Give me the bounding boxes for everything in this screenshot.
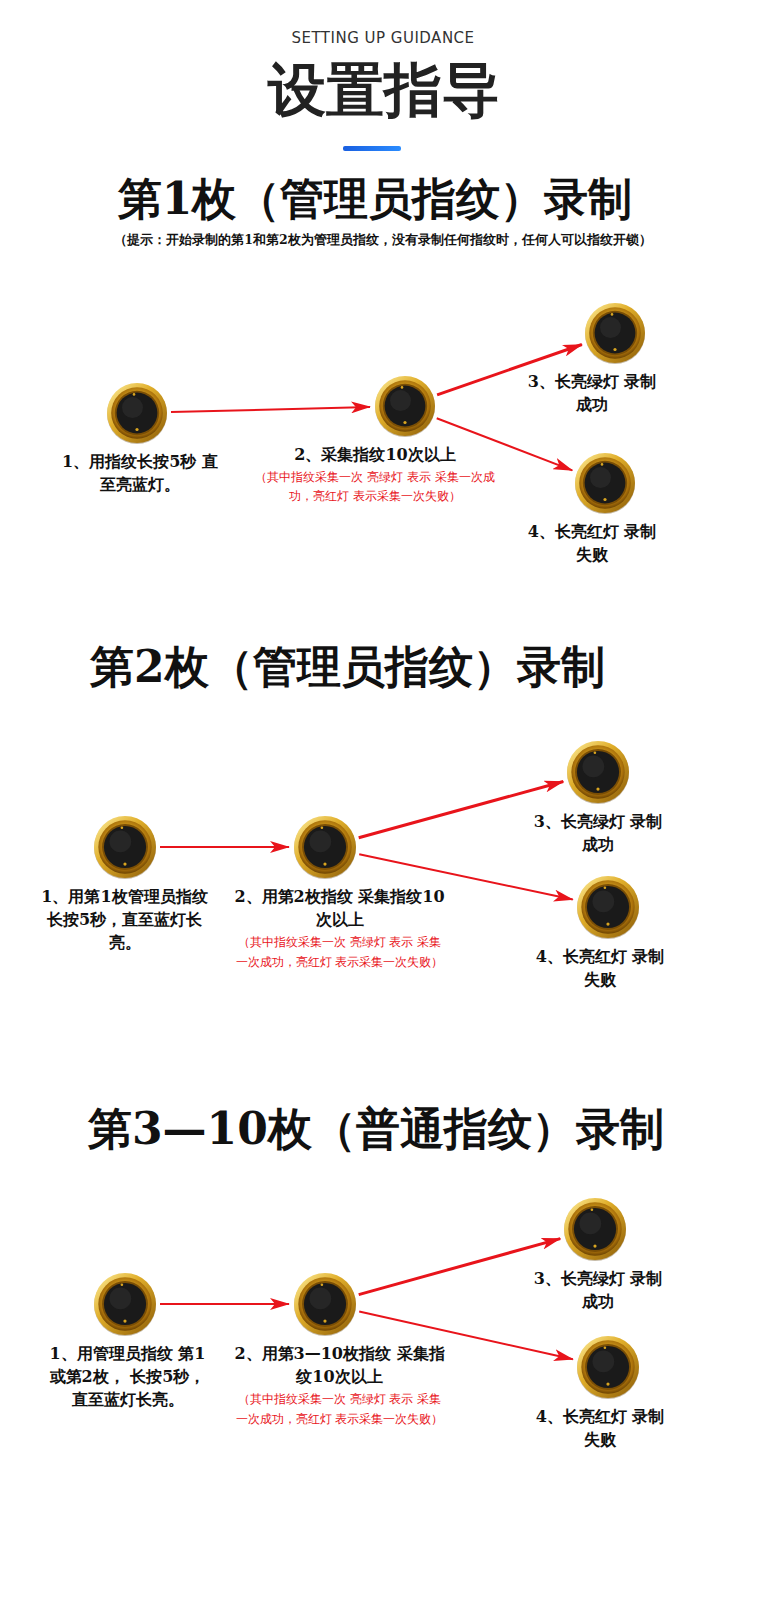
step-text: 3、长亮绿灯 录制成功	[522, 370, 662, 416]
step-text: 4、长亮红灯 录制失败	[530, 945, 670, 991]
hint-note: （提示：开始录制的第1和第2枚为管理员指纹，没有录制任何指纹时，任何人可以指纹开…	[114, 232, 651, 249]
step-node: 1、用管理员指纹 第1或第2枚， 长按5秒，直至蓝灯长亮。	[45, 1272, 210, 1412]
step-note: （其中指纹采集一次 亮绿灯 表示 采集一次成功，亮红灯 表示采集一次失败）	[232, 933, 447, 971]
step-text: 2、用第3—10枚指纹 采集指纹10次以上	[232, 1342, 447, 1388]
step-note: （其中指纹采集一次 亮绿灯 表示 采集一次成功，亮红灯 表示采集一次失败）	[232, 1390, 447, 1428]
fingerprint-sensor	[574, 452, 636, 514]
step-text: 2、用第2枚指纹 采集指纹10次以上	[232, 885, 447, 931]
fingerprint-sensor	[566, 740, 630, 804]
section-heading: 第2枚（管理员指纹）录制	[90, 638, 605, 697]
subtitle: SETTING UP GUIDANCE	[291, 29, 474, 47]
fingerprint-sensor	[576, 875, 640, 939]
step-node: 2、采集指纹10次以上（其中指纹采集一次 亮绿灯 表示 采集一次成功，亮红灯 表…	[245, 375, 505, 507]
step-text: 1、用指纹长按5秒 直至亮蓝灯。	[60, 450, 220, 496]
flow-arrow	[359, 782, 564, 838]
flow-arrow	[171, 407, 370, 412]
fingerprint-sensor	[584, 302, 646, 364]
step-note: （其中指纹采集一次 亮绿灯 表示 采集一次成功，亮红灯 表示采集一次失败）	[245, 468, 505, 506]
step-text: 1、用第1枚管理员指纹 长按5秒，直至蓝灯长亮。	[32, 885, 217, 955]
fingerprint-sensor	[576, 1335, 640, 1399]
step-node: 4、长亮红灯 录制失败	[522, 452, 662, 566]
step-text: 1、用管理员指纹 第1或第2枚， 长按5秒，直至蓝灯长亮。	[45, 1342, 210, 1412]
flow-arrow	[160, 1303, 289, 1305]
fingerprint-sensor	[106, 382, 168, 444]
step-node: 3、长亮绿灯 录制成功	[528, 740, 668, 856]
step-node: 2、用第2枚指纹 采集指纹10次以上（其中指纹采集一次 亮绿灯 表示 采集一次成…	[232, 815, 447, 972]
flow-arrow	[359, 1239, 561, 1295]
step-node: 4、长亮红灯 录制失败	[530, 1335, 670, 1451]
section-heading: 第1枚（管理员指纹）录制	[118, 170, 633, 229]
page-title: 设置指导	[0, 52, 767, 130]
step-text: 4、长亮红灯 录制失败	[522, 520, 662, 566]
section-heading: 第3—10枚（普通指纹）录制	[88, 1100, 664, 1159]
step-text: 2、采集指纹10次以上	[245, 443, 505, 466]
step-node: 1、用第1枚管理员指纹 长按5秒，直至蓝灯长亮。	[32, 815, 217, 955]
step-node: 3、长亮绿灯 录制成功	[528, 1197, 668, 1313]
fingerprint-sensor	[93, 815, 157, 879]
accent-bar	[343, 146, 401, 151]
fingerprint-sensor	[563, 1197, 627, 1261]
step-text: 3、长亮绿灯 录制成功	[528, 1267, 668, 1313]
step-node: 4、长亮红灯 录制失败	[530, 875, 670, 991]
step-text: 3、长亮绿灯 录制成功	[528, 810, 668, 856]
fingerprint-sensor	[293, 1272, 357, 1336]
flow-arrow	[437, 418, 573, 470]
fingerprint-sensor	[93, 1272, 157, 1336]
step-node: 1、用指纹长按5秒 直至亮蓝灯。	[60, 382, 220, 496]
fingerprint-sensor	[374, 375, 436, 437]
step-text: 4、长亮红灯 录制失败	[530, 1405, 670, 1451]
step-node: 2、用第3—10枚指纹 采集指纹10次以上（其中指纹采集一次 亮绿灯 表示 采集…	[232, 1272, 447, 1429]
step-node: 3、长亮绿灯 录制成功	[522, 302, 662, 416]
flow-arrow	[160, 846, 289, 848]
fingerprint-sensor	[293, 815, 357, 879]
